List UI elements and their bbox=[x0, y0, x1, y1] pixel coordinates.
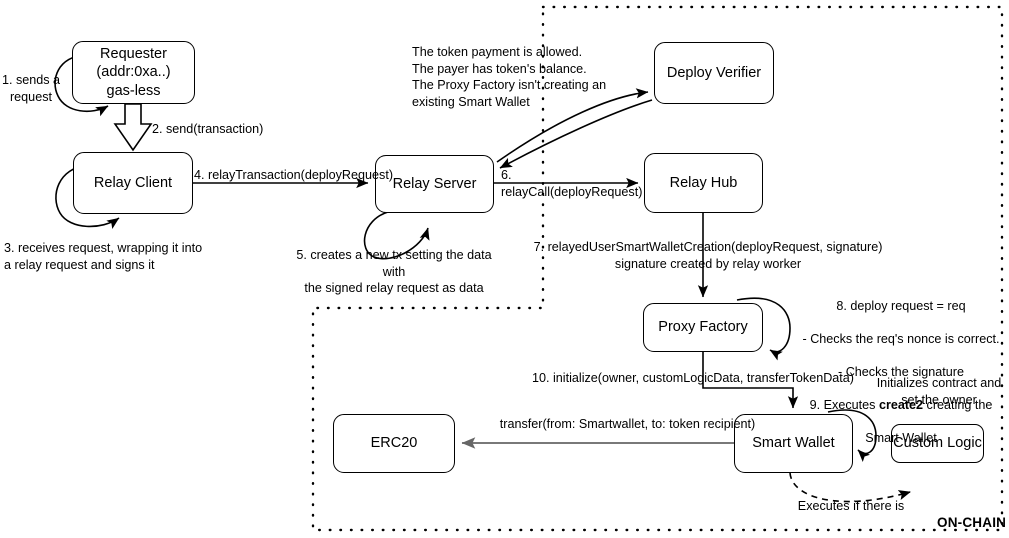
label-step5: 5. creates a new tx setting the data wit… bbox=[296, 248, 492, 296]
node-erc20-label: ERC20 bbox=[370, 435, 418, 452]
node-requester-label: Requester (addr:0xa..) gas-less bbox=[96, 45, 171, 99]
node-relay-client-label: Relay Client bbox=[93, 174, 173, 191]
node-proxy-factory-label: Proxy Factory bbox=[658, 319, 748, 336]
node-relay-hub-label: Relay Hub bbox=[669, 174, 738, 191]
label-step9-prefix: 9. Executes bbox=[809, 398, 879, 413]
node-erc20[interactable]: ERC20 bbox=[333, 414, 455, 473]
label-step8-line1: 8. deploy request = req bbox=[836, 298, 966, 313]
node-deploy-verifier[interactable]: Deploy Verifier bbox=[654, 42, 774, 104]
label-step8-line2: - Checks the req's nonce is correct. bbox=[802, 331, 1000, 346]
label-step2: 2. send(transaction) bbox=[152, 122, 264, 136]
arrow-requester-to-relay-client bbox=[113, 103, 153, 152]
node-requester[interactable]: Requester (addr:0xa..) gas-less bbox=[72, 41, 195, 104]
label-step1: 1. sends a request bbox=[1, 73, 61, 104]
label-initializes-note: Initializes contract and set the owner bbox=[876, 376, 1002, 407]
node-relay-server[interactable]: Relay Server bbox=[375, 155, 494, 213]
node-relay-server-label: Relay Server bbox=[392, 175, 477, 192]
label-step6: 6. relayCall(deployRequest) bbox=[501, 168, 643, 199]
label-step3: 3. receives request, wrapping it into a … bbox=[4, 241, 203, 272]
label-executes-note: Executes if there is bbox=[797, 499, 905, 513]
label-step9-line5: Smart Wallet bbox=[865, 431, 937, 446]
node-proxy-factory[interactable]: Proxy Factory bbox=[643, 303, 763, 352]
node-relay-hub[interactable]: Relay Hub bbox=[644, 153, 763, 213]
label-transfer: transfer(from: Smartwallet, to: token re… bbox=[499, 417, 756, 431]
label-step7: 7. relayedUserSmartWalletCreation(deploy… bbox=[533, 240, 883, 271]
label-deploy-verifier-note: The token payment is allowed. The payer … bbox=[412, 45, 607, 109]
label-step10: 10. initialize(owner, customLogicData, t… bbox=[532, 371, 854, 385]
node-deploy-verifier-label: Deploy Verifier bbox=[666, 64, 762, 81]
label-step8-9: 8. deploy request = req - Checks the req… bbox=[793, 281, 1009, 447]
on-chain-tag: ON-CHAIN bbox=[937, 515, 1007, 530]
node-relay-client[interactable]: Relay Client bbox=[73, 152, 193, 214]
label-step4: 4. relayTransaction(deployRequest) bbox=[194, 168, 394, 182]
